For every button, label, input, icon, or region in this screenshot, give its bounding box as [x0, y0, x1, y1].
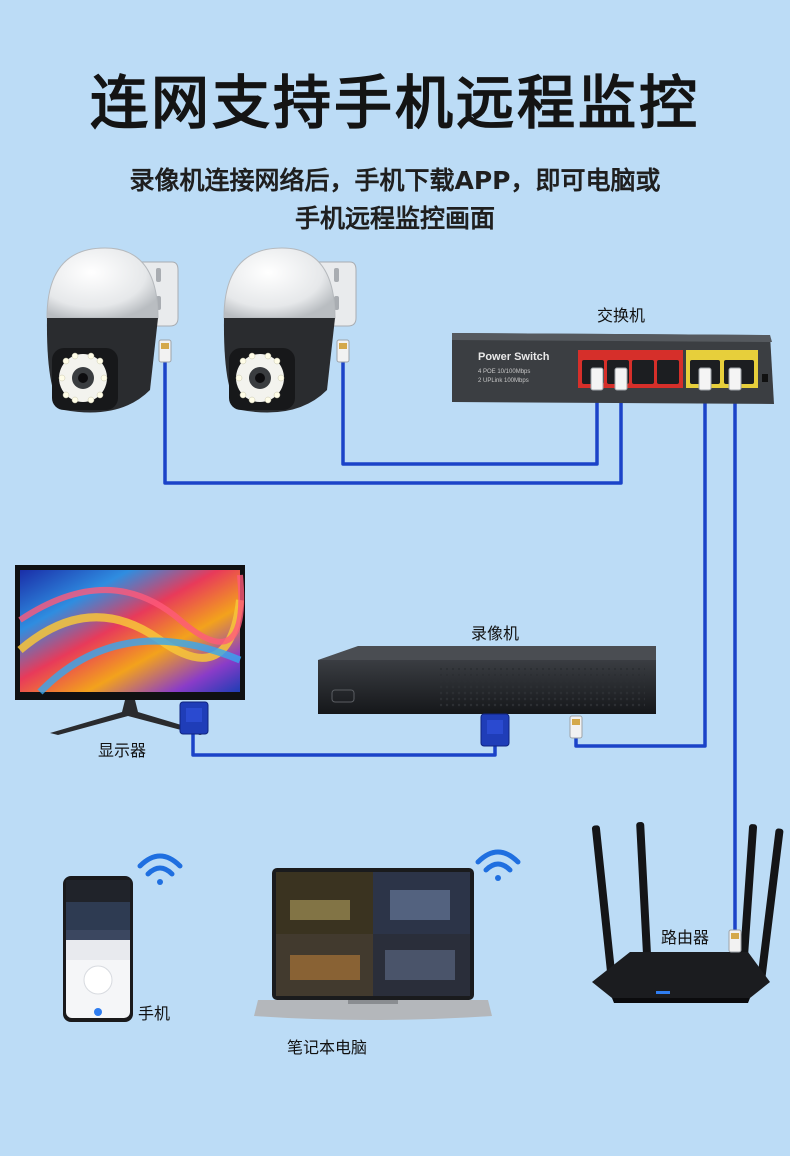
smartphone — [63, 876, 133, 1022]
monitor-label: 显示器 — [98, 737, 146, 761]
switch-spec-2: 2 UPLink 100Mbps — [478, 378, 529, 384]
ethernet-connector-camera-2 — [337, 340, 349, 362]
wifi-router — [592, 822, 784, 1003]
ethernet-connector-nvr — [570, 716, 582, 738]
vga-connector-monitor — [180, 702, 208, 734]
poe-switch: Power Switch 4 POE 10/100Mbps 2 UPLink 1… — [452, 333, 774, 404]
phone-label: 手机 — [138, 1000, 170, 1024]
laptop-label: 笔记本电脑 — [287, 1034, 367, 1058]
ptz-camera-1 — [47, 248, 178, 413]
switch-spec-1: 4 POE 10/100Mbps — [478, 369, 530, 375]
cable-monitor-nvr — [193, 732, 495, 755]
vga-connector-nvr — [481, 714, 509, 746]
wifi-icon-phone — [140, 856, 180, 885]
laptop — [254, 868, 492, 1020]
nvr-recorder — [318, 646, 656, 714]
switch-brand-text: Power Switch — [478, 351, 550, 363]
ethernet-connector-camera-1 — [159, 340, 171, 362]
router-label: 路由器 — [661, 924, 709, 948]
switch-label: 交换机 — [597, 302, 645, 326]
ptz-camera-2 — [224, 248, 356, 413]
ethernet-connector-router — [729, 930, 741, 952]
nvr-label: 录像机 — [471, 620, 519, 644]
monitor — [15, 565, 245, 735]
wifi-icon-laptop — [478, 852, 518, 881]
